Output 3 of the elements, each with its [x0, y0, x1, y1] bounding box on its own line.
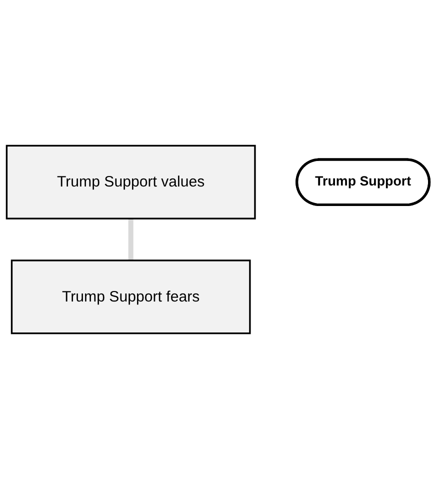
connector	[128, 218, 134, 260]
node-box: Trump Support values	[6, 144, 256, 220]
node-box: Trump Support fears	[10, 260, 251, 334]
